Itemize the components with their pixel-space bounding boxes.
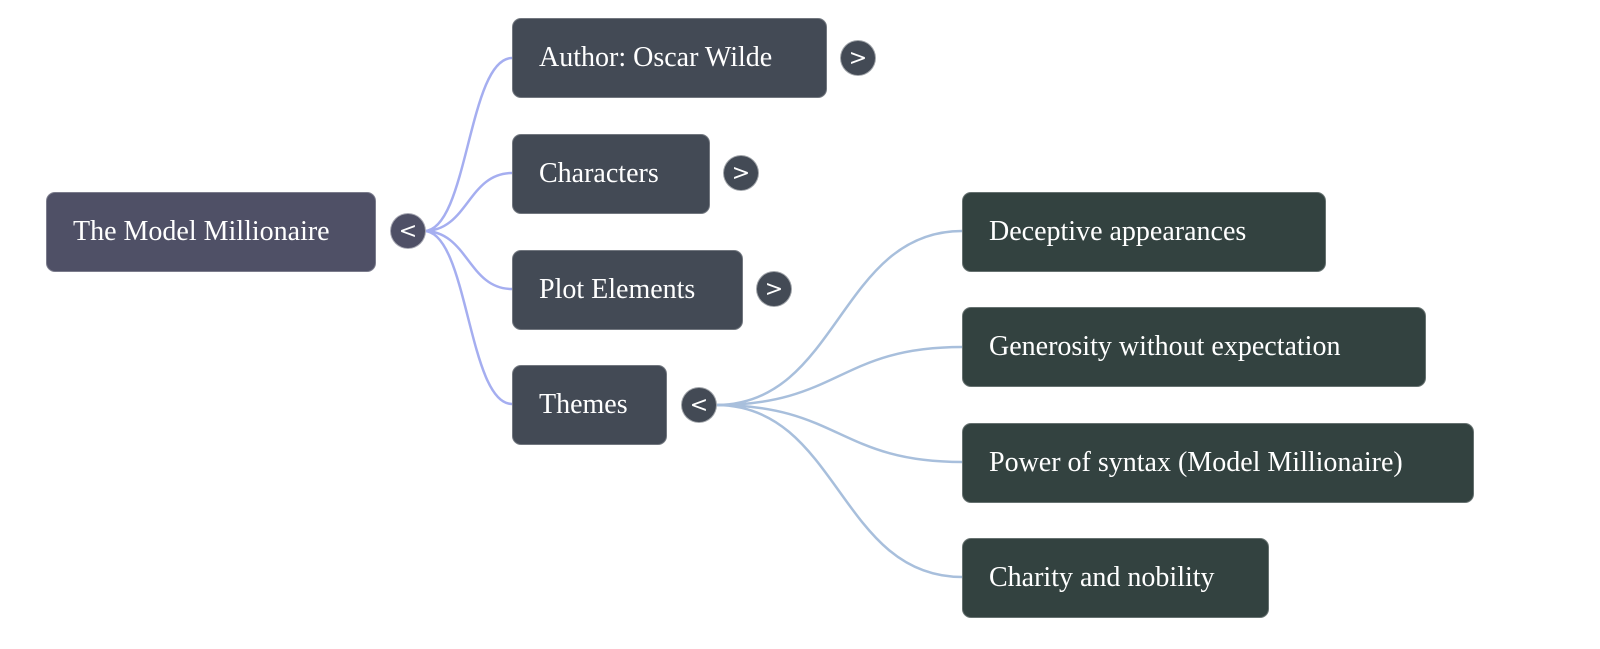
leaf-label: Generosity without expectation [989,331,1341,362]
leaf-node-power-of-syntax[interactable]: Power of syntax (Model Millionaire) [962,423,1474,503]
leaf-label: Deceptive appearances [989,216,1247,247]
leaf-node-generosity[interactable]: Generosity without expectation [962,307,1426,387]
chevron-right-icon: > [731,160,751,186]
connector-root-characters [423,171,513,233]
connector-root-author [423,56,513,233]
leaf-label: Power of syntax (Model Millionaire) [989,447,1403,478]
connector-themes-syntax [715,403,963,464]
chevron-right-icon: > [848,45,868,71]
author-expand-toggle[interactable]: > [840,40,876,76]
leaf-node-charity-nobility[interactable]: Charity and nobility [962,538,1269,618]
chevron-left-icon: < [398,218,418,244]
branch-label: Plot Elements [539,274,696,305]
characters-expand-toggle[interactable]: > [723,155,759,191]
branch-node-characters[interactable]: Characters [512,134,710,214]
plot-elements-expand-toggle[interactable]: > [756,271,792,307]
connector-themes-generosity [715,345,963,407]
branch-node-author[interactable]: Author: Oscar Wilde [512,18,827,98]
branch-label: Author: Oscar Wilde [539,42,773,73]
chevron-left-icon: < [689,392,709,418]
themes-collapse-toggle[interactable]: < [681,387,717,423]
branch-node-themes[interactable]: Themes [512,365,667,445]
leaf-node-deceptive-appearances[interactable]: Deceptive appearances [962,192,1326,272]
root-node-label: The Model Millionaire [73,216,330,247]
connector-themes-charity [715,403,963,579]
branch-label: Characters [539,158,659,189]
root-collapse-toggle[interactable]: < [390,213,426,249]
connector-root-plot [423,229,513,291]
branch-label: Themes [539,389,628,420]
chevron-right-icon: > [764,276,784,302]
connector-themes-deceptive [715,229,963,407]
leaf-label: Charity and nobility [989,562,1215,593]
root-node[interactable]: The Model Millionaire [46,192,376,272]
branch-node-plot-elements[interactable]: Plot Elements [512,250,743,330]
connector-root-themes [423,229,513,406]
